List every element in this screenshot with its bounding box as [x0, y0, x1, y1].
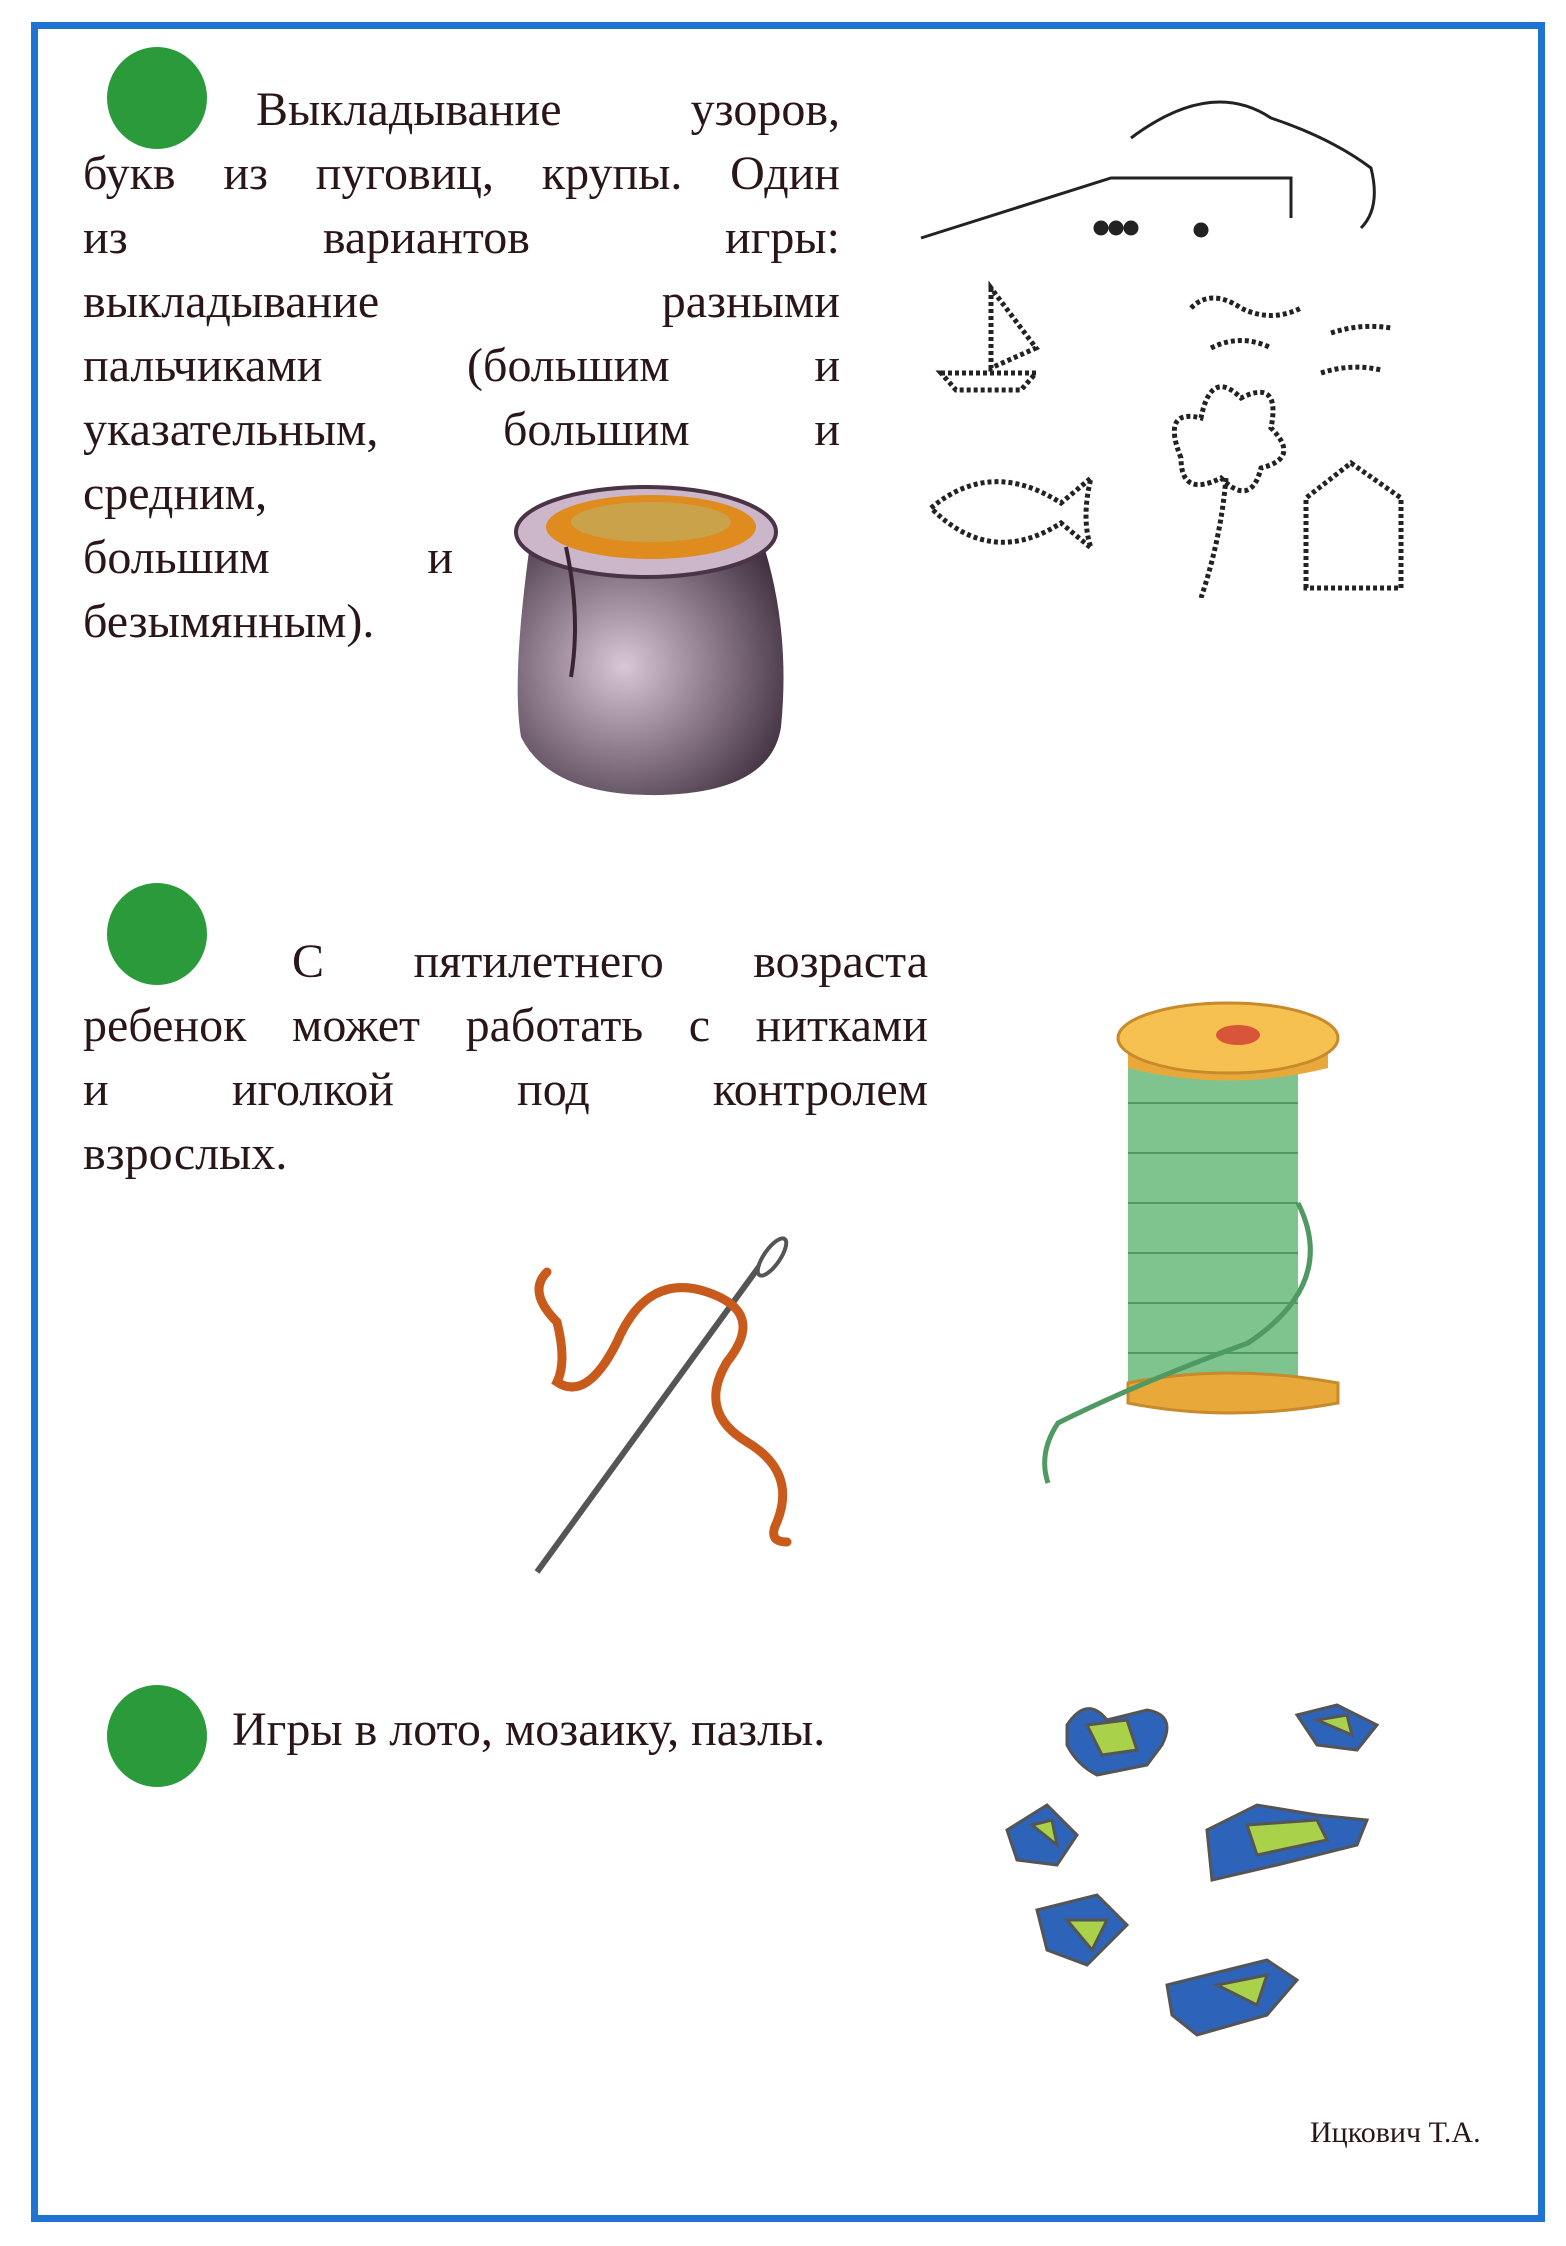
text-line: взрослых.	[83, 1127, 288, 1180]
text-line: Выкладывание узоров,	[256, 83, 840, 136]
text-line: выкладывание разными	[83, 275, 840, 328]
puzzle-pieces-illustration	[1005, 1703, 1380, 2037]
text-line: пальчиками (большим и	[83, 339, 840, 392]
text-line: указательным, большим и	[83, 403, 840, 456]
section-3-text: Игры в лото, мозаику, пазлы.	[232, 1703, 826, 1756]
author-signature: Ицкович Т.А.	[1310, 2116, 1481, 2149]
text-line: большим и	[83, 531, 453, 584]
bead-patterns-illustration	[920, 100, 1404, 598]
text-line: ребенок может работать с нитками	[83, 999, 928, 1052]
section-2-text: С пятилетнего возраста ребенок может раб…	[83, 930, 928, 1186]
green-bullet-icon	[107, 1685, 207, 1787]
text-line: С пятилетнего возраста	[292, 935, 928, 988]
thread-spool-illustration	[1042, 1001, 1340, 1484]
text-line: безымянным).	[83, 595, 375, 648]
text-line: средним,	[83, 467, 268, 520]
page-border	[31, 22, 1545, 2222]
green-bullet-icon	[107, 883, 207, 985]
text-line: букв из пуговиц, крупы. Один	[83, 147, 840, 200]
green-bullet-icon	[107, 47, 207, 149]
text-line: и иголкой под контролем	[83, 1063, 928, 1116]
grain-sack-illustration	[514, 485, 784, 796]
text-line: из вариантов игры:	[83, 211, 840, 264]
section-1-text: Выкладывание узоров, букв из пуговиц, кр…	[83, 78, 840, 654]
needle-and-thread-illustration	[534, 1236, 792, 1574]
